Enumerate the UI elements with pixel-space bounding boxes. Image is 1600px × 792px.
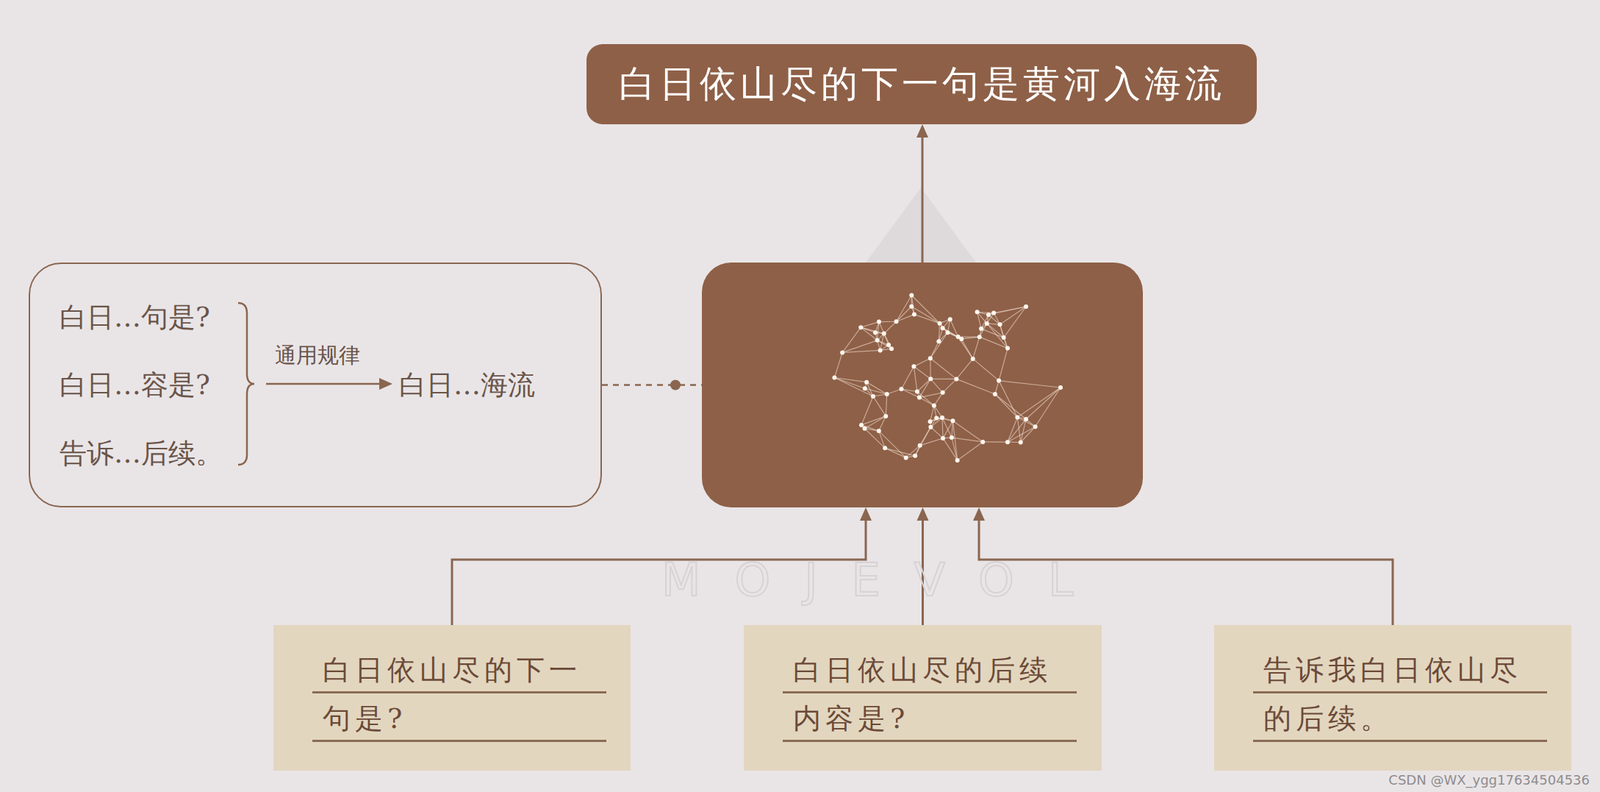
- prompt-box: 白日依山尽的下一句是?: [273, 624, 631, 771]
- watermark: MOJEVOL: [661, 552, 1107, 607]
- arrow-connector: [916, 124, 929, 263]
- node-text: 通用规律: [274, 341, 361, 371]
- node-text: 白日依山尽的下一句是黄河入海流: [618, 59, 1226, 109]
- node-text: 告诉…后续。: [59, 435, 223, 472]
- node-text: 白日…句是?: [59, 299, 211, 336]
- node-text: 白日…海流: [399, 366, 536, 404]
- dashed-connector: [601, 379, 702, 391]
- prompt-box: 白日依山尽的后续内容是?: [743, 624, 1102, 771]
- node-text: 白日依山尽的下一句是?: [312, 645, 607, 743]
- rule-arrow-head: [379, 377, 393, 390]
- source-credit: CSDN @WX_ygg17634504536: [1388, 771, 1590, 788]
- rule-arrow-line: [266, 382, 381, 386]
- node-text: 告诉我白日依山尽的后续。: [1253, 645, 1548, 743]
- result-box: 白日依山尽的下一句是黄河入海流: [586, 44, 1257, 125]
- node-text: 白日依山尽的后续内容是?: [782, 645, 1077, 743]
- node-text: 白日…容是?: [59, 366, 211, 404]
- prompt-box: 告诉我白日依山尽的后续。: [1214, 624, 1572, 771]
- rule-box: 白日…句是? 白日…容是? 告诉…后续。 通用规律白日…海流: [28, 262, 602, 508]
- model-box: [701, 262, 1143, 508]
- logo-triangle: [865, 187, 977, 263]
- network-illustration: [701, 262, 1143, 508]
- brace: [238, 302, 255, 465]
